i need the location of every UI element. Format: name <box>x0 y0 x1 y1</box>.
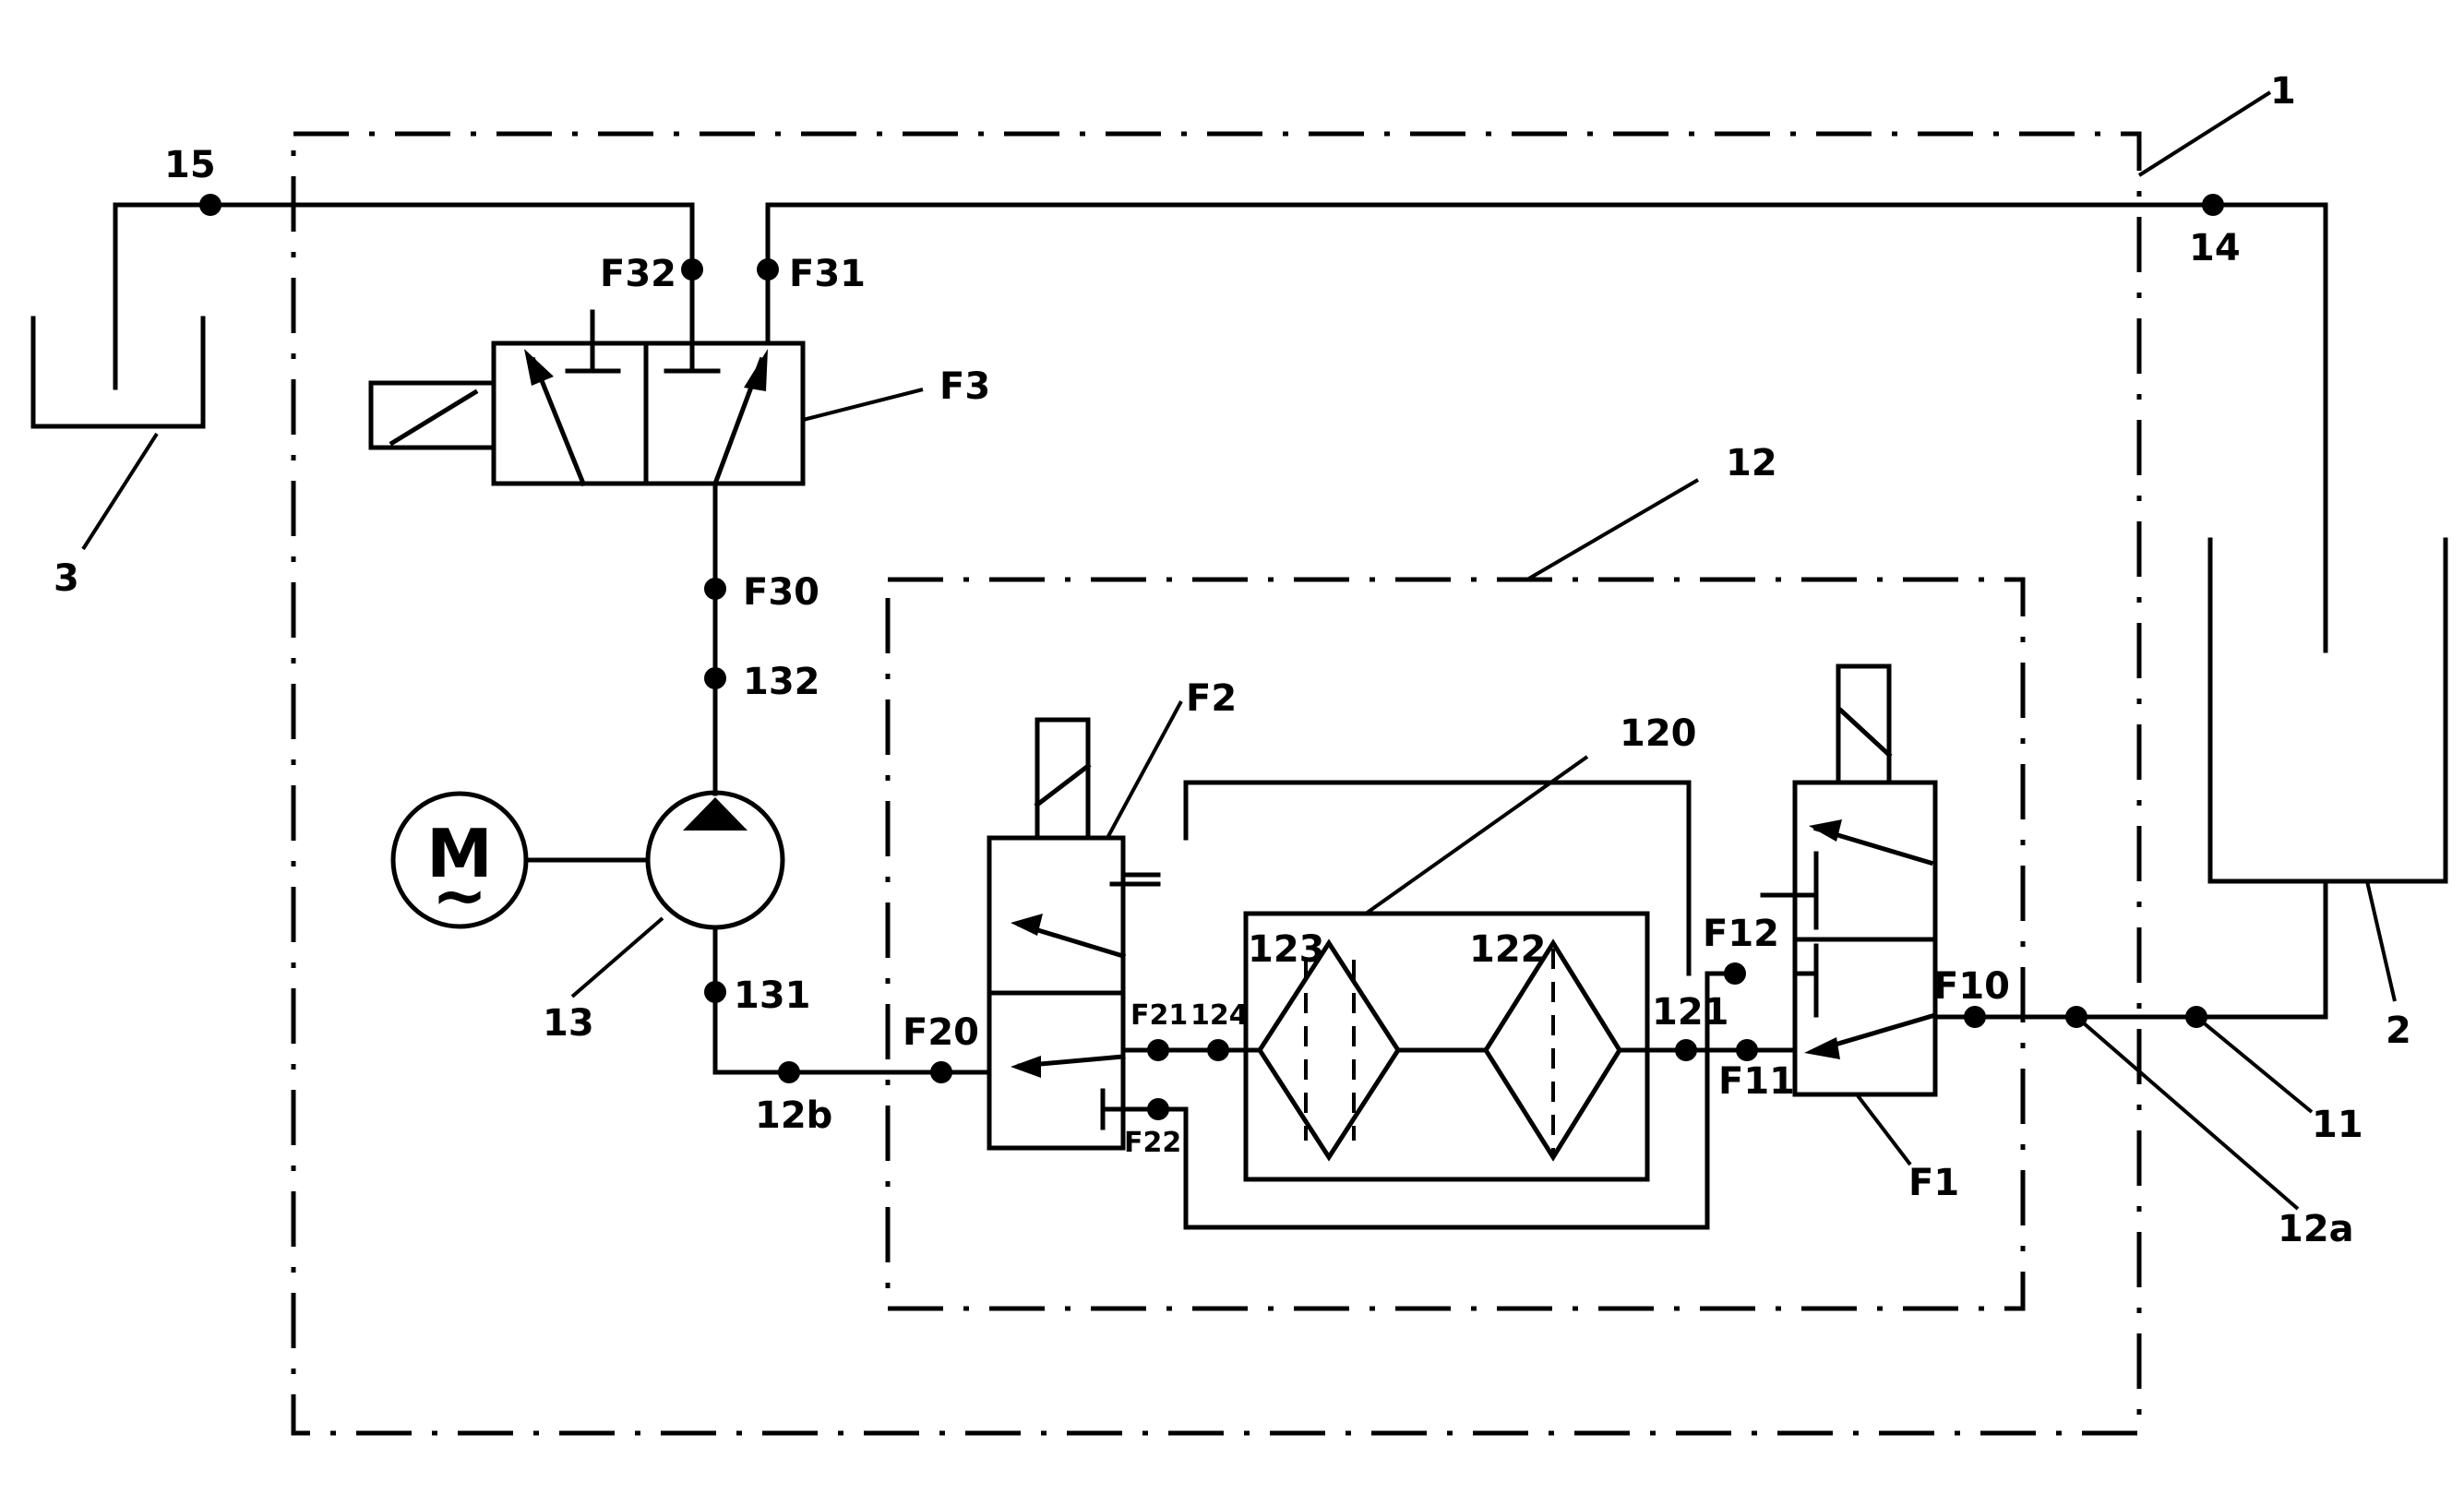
dot-F12 <box>1724 962 1746 985</box>
dot-F20 <box>930 1061 952 1083</box>
pump-inlet-line <box>712 925 992 1075</box>
label-F11: F11 <box>1718 1060 1795 1103</box>
dot-F22 <box>1147 1098 1169 1120</box>
dot-15 <box>199 194 221 216</box>
filter-element-123 <box>1257 938 1401 1162</box>
label-121: 121 <box>1652 991 1729 1034</box>
label-12a: 12a <box>2278 1208 2354 1250</box>
leader-11 <box>2195 1015 2314 1114</box>
pump-13 <box>645 790 785 930</box>
filter-element-122 <box>1483 938 1622 1162</box>
dot-121 <box>1675 1039 1697 1061</box>
system-boundary-1 <box>291 131 2142 1436</box>
dot-F31 <box>757 258 779 281</box>
leader-120 <box>1364 755 1589 915</box>
connection-points <box>199 194 2224 1120</box>
filter-unit-boundary-12 <box>885 577 2026 1311</box>
label-123: 123 <box>1248 928 1325 971</box>
motor-tilde: ~ <box>432 856 487 934</box>
dot-12a <box>2065 1006 2087 1028</box>
label-F30: F30 <box>743 571 819 614</box>
valve-F2 <box>987 700 1183 1151</box>
label-F21: F21 <box>1130 999 1188 1032</box>
bypass-line <box>1155 971 1738 1230</box>
label-131: 131 <box>734 974 811 1017</box>
label-3: 3 <box>54 557 79 600</box>
label-F1: F1 <box>1908 1162 1959 1204</box>
label-11: 11 <box>2312 1104 2363 1146</box>
leader-12a <box>2075 1015 2300 1211</box>
leader-2 <box>2365 880 2397 1002</box>
label-F2: F2 <box>1186 677 1237 720</box>
valve-F3 <box>368 309 924 487</box>
label-F3: F3 <box>939 365 990 408</box>
dot-F21 <box>1147 1039 1169 1061</box>
label-122: 122 <box>1469 928 1547 971</box>
dot-132 <box>704 667 726 689</box>
motor-letter: M <box>426 815 493 892</box>
labels: 1 15 14 F32 F31 F3 3 12 F30 132 F2 120 1… <box>54 70 2411 1250</box>
leader-13 <box>570 916 664 998</box>
label-132: 132 <box>743 661 820 703</box>
dot-F10 <box>1964 1006 1986 1028</box>
tank-3 <box>30 316 206 429</box>
label-F22: F22 <box>1124 1127 1181 1159</box>
filter-block-120 <box>1243 911 1650 1182</box>
leader-12 <box>1525 478 1700 581</box>
dot-12b <box>778 1061 800 1083</box>
label-124: 124 <box>1190 999 1249 1032</box>
dot-14 <box>2202 194 2224 216</box>
upper-loop-line <box>1183 780 1692 976</box>
label-1: 1 <box>2270 70 2296 113</box>
label-13: 13 <box>543 1002 594 1045</box>
label-F12: F12 <box>1703 913 1779 955</box>
label-F32: F32 <box>600 253 676 295</box>
label-2: 2 <box>2386 1010 2411 1052</box>
leader-1 <box>2137 90 2272 177</box>
label-F20: F20 <box>903 1011 979 1054</box>
dot-124 <box>1207 1039 1229 1061</box>
label-12b: 12b <box>755 1094 832 1137</box>
label-F10: F10 <box>1933 965 2010 1008</box>
label-14: 14 <box>2189 227 2241 269</box>
supply-line-14 <box>765 202 2328 653</box>
motor-M: M ~ <box>390 791 529 934</box>
label-120: 120 <box>1620 712 1697 755</box>
dot-F11 <box>1736 1039 1758 1061</box>
dot-F32 <box>681 258 703 281</box>
label-15: 15 <box>164 144 216 186</box>
dot-11 <box>2185 1006 2207 1028</box>
label-12: 12 <box>1726 442 1777 484</box>
dot-131 <box>704 981 726 1003</box>
label-F31: F31 <box>789 253 866 295</box>
dot-F30 <box>704 578 726 600</box>
leader-3 <box>81 432 159 551</box>
